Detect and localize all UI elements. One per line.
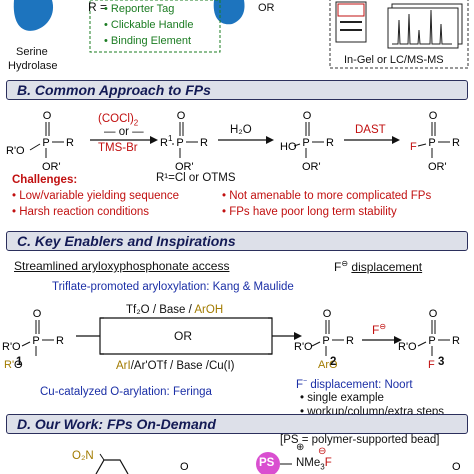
svg-text:R'O: R'O	[6, 145, 25, 157]
enzyme-shape-icon-2	[213, 0, 245, 25]
ps-note: [PS = polymer-supported bead]	[280, 434, 440, 446]
svg-text:O: O	[33, 308, 42, 320]
svg-text:O: O	[180, 461, 189, 473]
svg-text:O: O	[429, 308, 438, 320]
phosphonic-acid-structure: P O R HO OR'	[280, 110, 334, 173]
f-minus-reagent: F⊖	[372, 322, 387, 337]
svg-text:HO: HO	[280, 141, 297, 153]
r-option-reporter-tag: • Reporter Tag	[104, 3, 175, 15]
triflate-line: Triflate-promoted aryloxylation: Kang & …	[52, 281, 294, 293]
streamlined-heading: Streamlined aryloxyphosphonate access	[14, 259, 230, 273]
section-d-title: D. Our Work: FPs On-Demand	[17, 416, 216, 432]
svg-text:O: O	[452, 461, 461, 473]
section-a-graphics	[13, 0, 469, 69]
svg-text:P: P	[32, 335, 39, 347]
minus-charge-icon: ⊖	[318, 446, 327, 457]
bullet-single-example: • single example	[300, 392, 384, 404]
svg-text:R: R	[346, 335, 354, 347]
compound-3-structure: P O R R'O F	[398, 308, 460, 371]
activated-phosphonate-structure: P O R R1 OR'	[160, 110, 208, 173]
svg-text:R'O: R'O	[4, 359, 23, 371]
r-equals: R =	[88, 0, 108, 14]
enzyme-label-1: Serine	[16, 46, 48, 58]
svg-text:P: P	[428, 137, 435, 149]
aryl-ring-fragment	[95, 459, 129, 474]
svg-text:P: P	[176, 137, 183, 149]
svg-text:OR': OR'	[302, 161, 321, 173]
section-b-header: B. Common Approach to FPs	[6, 80, 468, 100]
r-option-binding-element: • Binding Element	[104, 35, 192, 47]
svg-text:R'O: R'O	[398, 341, 417, 353]
svg-text:R1: R1	[160, 134, 173, 149]
section-c-title: C. Key Enablers and Inspirations	[17, 233, 236, 249]
reagents-top: Tf₂O / Base / ArOH	[126, 304, 224, 316]
svg-text:ArO: ArO	[318, 359, 338, 371]
cu-line: Cu-catalyzed O-arylation: Feringa	[40, 386, 212, 398]
challenge-item-2: • Harsh reaction conditions	[12, 206, 149, 218]
svg-text:OR': OR'	[175, 161, 194, 173]
svg-text:F: F	[428, 359, 435, 371]
svg-text:R'O: R'O	[294, 341, 313, 353]
svg-text:O: O	[429, 110, 438, 122]
section-d-scheme: O O	[95, 452, 461, 474]
or-fragment: OR	[258, 2, 275, 14]
svg-text:R: R	[66, 137, 74, 149]
section-d-header: D. Our Work: FPs On-Demand	[6, 414, 468, 434]
svg-text:R: R	[200, 137, 208, 149]
svg-text:O: O	[323, 308, 332, 320]
challenge-item-4: • FPs have poor long term stability	[222, 206, 397, 218]
reagent-dast: DAST	[355, 124, 386, 136]
svg-text:R: R	[326, 137, 334, 149]
compound-1-label: 1	[16, 356, 23, 368]
phosphonate-diester-structure: P O R R'O OR'	[6, 110, 74, 173]
compound-1-structure: P O R R'O R'O	[2, 308, 64, 371]
nme3-label: NMe3F	[296, 457, 332, 472]
ps-label: PS	[259, 457, 275, 469]
svg-text:P: P	[322, 335, 329, 347]
fluorophosphonate-structure: P O R F OR'	[410, 110, 460, 173]
svg-text:P: P	[302, 137, 309, 149]
svg-text:OR': OR'	[42, 161, 61, 173]
section-c-scheme: P O R R'O R'O P O R R'O ArO P O R R'O	[2, 308, 460, 371]
section-b-title: B. Common Approach to FPs	[17, 82, 211, 98]
svg-text:R: R	[452, 137, 460, 149]
or-middle: OR	[174, 329, 192, 343]
svg-text:O: O	[43, 110, 52, 122]
svg-text:P: P	[428, 335, 435, 347]
compound-2-label: 2	[330, 356, 337, 368]
r1-note: R¹=Cl or OTMS	[156, 172, 236, 184]
reagent-oxalyl-chloride: (COCl)2	[98, 113, 139, 128]
svg-text:R: R	[56, 335, 64, 347]
svg-text:O: O	[177, 110, 186, 122]
ps-bead-icon	[256, 452, 280, 474]
svg-text:R: R	[452, 335, 460, 347]
svg-text:O: O	[303, 110, 312, 122]
f-displacement-note: F− displacement: Noort	[296, 378, 413, 391]
svg-text:P: P	[42, 137, 49, 149]
svg-text:R'O: R'O	[2, 341, 21, 353]
nitro-group: O₂N	[72, 450, 94, 462]
reagent-water: H₂O	[230, 124, 252, 136]
r-option-clickable-handle: • Clickable Handle	[104, 19, 194, 31]
enzyme-shape-icon	[13, 0, 54, 31]
r-options-box	[89, 0, 221, 53]
challenge-item-3: • Not amenable to more complicated FPs	[222, 190, 432, 202]
analysis-label: In-Gel or LC/MS-MS	[344, 54, 444, 66]
challenges-label: Challenges:	[12, 174, 78, 186]
f-displacement-heading: F⊖ displacement	[334, 259, 423, 274]
compound-2-structure: P O R R'O ArO	[294, 308, 354, 371]
reagent-or: — or —	[104, 126, 144, 138]
lcms-chart-icon	[387, 3, 463, 49]
reagent-tms-br: TMS-Br	[98, 142, 138, 154]
section-b-scheme: P O R R'O OR' P O R R1 OR' P O R HO OR'	[6, 110, 460, 173]
compound-3-label: 3	[438, 356, 445, 368]
plus-charge-icon: ⊕	[296, 442, 305, 453]
svg-text:F: F	[410, 141, 417, 153]
svg-text:OR': OR'	[428, 161, 447, 173]
reagents-bottom: ArI/Ar'OTf / Base /Cu(I)	[116, 360, 235, 372]
enzyme-label-2: Hydrolase	[8, 60, 58, 72]
section-c-header: C. Key Enablers and Inspirations	[6, 231, 468, 251]
challenge-item-1: • Low/variable yielding sequence	[12, 190, 180, 202]
